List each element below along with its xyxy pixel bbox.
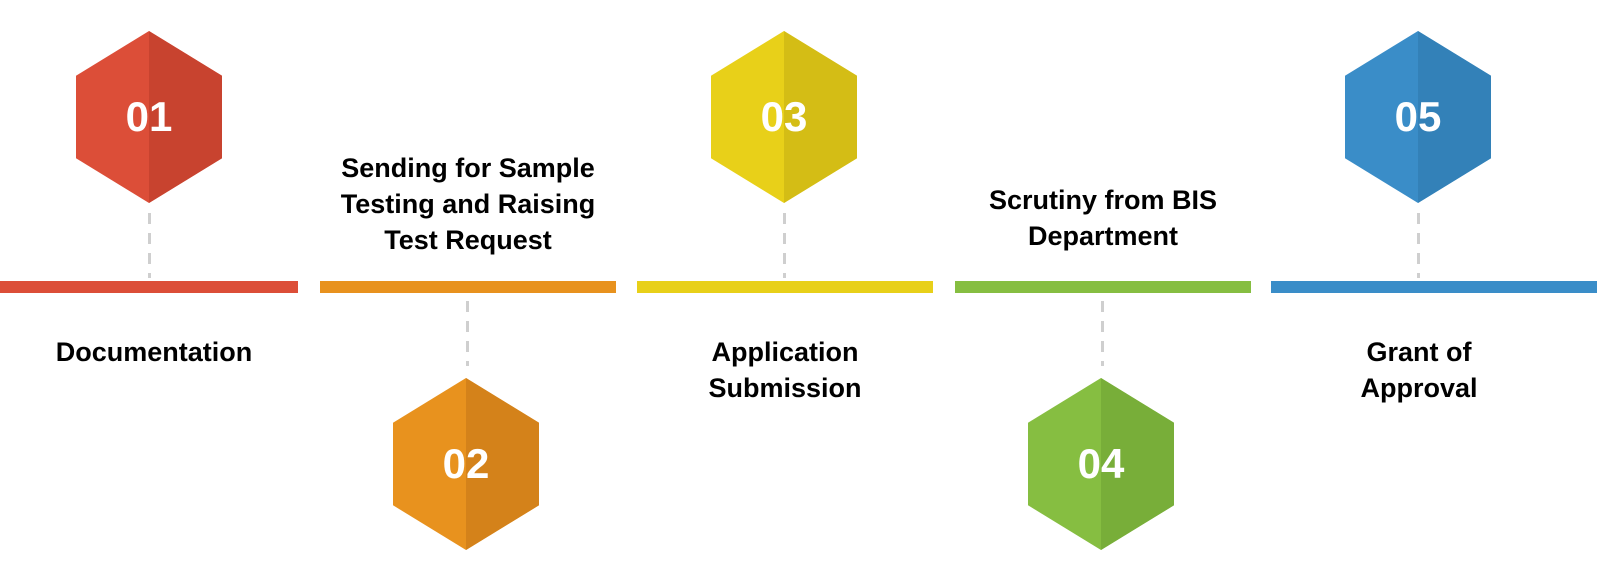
step-label-5: Grant of Approval [1360, 337, 1478, 403]
hexagon-number-step-4: 04 [1077, 440, 1125, 487]
hexagon-step-2[interactable]: 02 [393, 378, 539, 550]
connector-step-5 [1417, 208, 1420, 278]
hexagon-step-4[interactable]: 04 [1028, 378, 1174, 550]
timeline-bar-step-2 [320, 281, 616, 293]
timeline-bar-step-5 [1271, 281, 1597, 293]
timeline-bar-step-3 [637, 281, 933, 293]
step-label-2: Sending for Sample Testing and Raising T… [340, 153, 596, 255]
step-label-3: Application Submission [708, 337, 862, 403]
hexagon-number-step-2: 02 [442, 440, 490, 487]
hexagon-step-3[interactable]: 03 [711, 31, 857, 203]
step-label-1: Documentation [55, 337, 253, 367]
hexagon-step-5[interactable]: 05 [1345, 31, 1491, 203]
connector-step-2 [466, 296, 469, 366]
hexagon-number-step-1: 01 [125, 93, 173, 140]
connector-step-1 [148, 208, 151, 278]
hexagon-number-step-3: 03 [760, 93, 808, 140]
connector-step-3 [783, 208, 786, 278]
hexagon-step-1[interactable]: 01 [76, 31, 222, 203]
hexagon-number-step-5: 05 [1394, 93, 1442, 140]
timeline-bar-step-1 [0, 281, 298, 293]
timeline-bar-step-4 [955, 281, 1251, 293]
step-label-4: Scrutiny from BIS Department [988, 185, 1218, 251]
connector-step-4 [1101, 296, 1104, 366]
